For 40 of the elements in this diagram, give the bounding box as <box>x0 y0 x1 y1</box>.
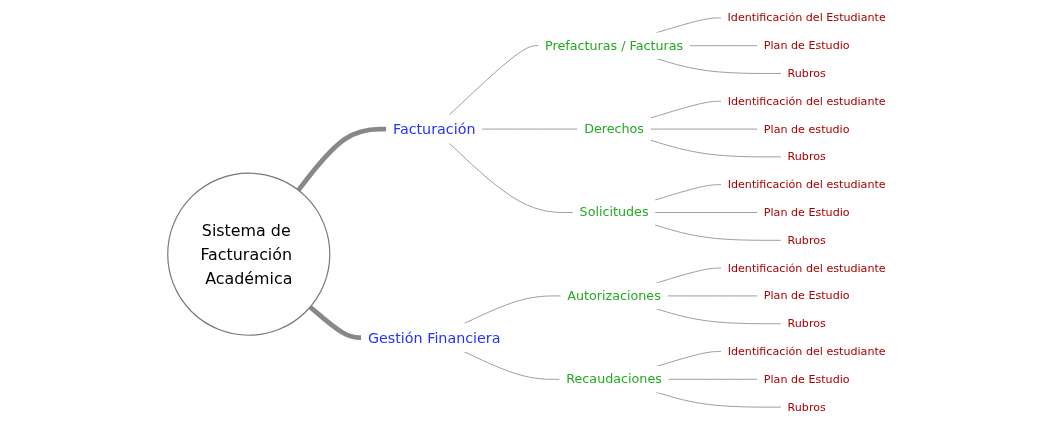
connector <box>481 128 579 130</box>
connector <box>654 184 722 201</box>
connector <box>448 142 574 213</box>
connector <box>689 45 758 47</box>
node-text: Identificación del Estudiante <box>727 11 886 24</box>
node-text: Identificación del estudiante <box>727 261 886 275</box>
node-text: Derechos <box>584 121 645 137</box>
node-text: Plan de Estudio <box>763 289 850 302</box>
connector <box>649 100 722 119</box>
node-text: Identificación del estudiante <box>727 177 886 191</box>
connector <box>667 378 758 380</box>
node-text: Rubros <box>787 400 826 414</box>
connector <box>649 128 759 130</box>
node-text: Plan de Estudio <box>763 372 850 386</box>
node-circle: Sistema de Facturación Académica <box>167 172 331 336</box>
node-text: Facturación <box>393 120 476 138</box>
connector <box>308 305 362 340</box>
node-text: Autorizaciones <box>567 287 661 304</box>
connector <box>463 351 561 380</box>
connector <box>463 295 562 325</box>
connector <box>655 267 722 284</box>
node-text: Plan de Estudio <box>763 205 850 219</box>
node-text: Plan de estudio <box>763 122 850 136</box>
connector <box>666 295 758 297</box>
node-text: Prefacturas / Facturas <box>545 37 684 53</box>
connector <box>649 139 782 158</box>
connector <box>654 224 782 241</box>
node-text: Identificación del estudiante <box>727 94 886 108</box>
node-text: Rubros <box>787 316 826 330</box>
connector <box>654 212 758 213</box>
node-text: Plan de Estudio <box>763 38 850 52</box>
node-text: Identificación del estudiante <box>727 344 886 358</box>
node-text: Rubros <box>787 150 826 163</box>
node-text: Solicitudes <box>579 204 649 220</box>
node-text: Recaudaciones <box>566 371 662 387</box>
connector <box>448 45 540 116</box>
node-text: Rubros <box>787 66 826 80</box>
node-text: Gestión Financiera <box>367 329 501 346</box>
node-text: Rubros <box>787 233 826 247</box>
connector <box>296 126 387 192</box>
